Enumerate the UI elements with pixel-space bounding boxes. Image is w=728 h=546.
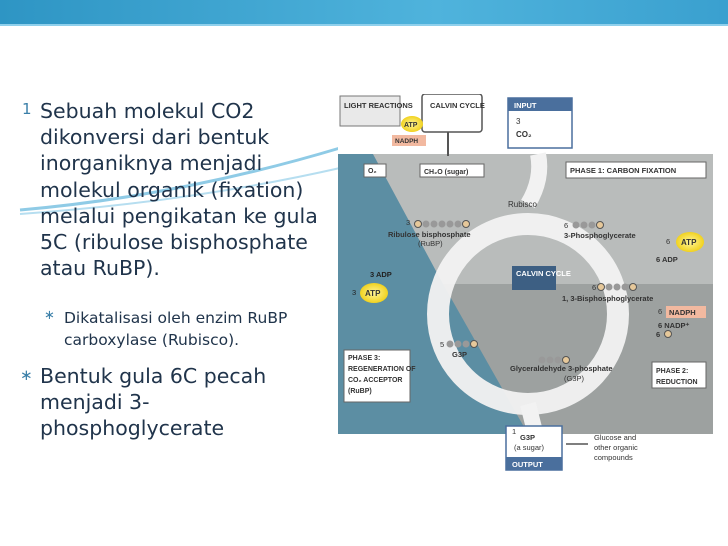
glucose-line1: Glucose and bbox=[594, 433, 636, 442]
atp6-count: 6 bbox=[666, 237, 670, 246]
g3p5-count: 5 bbox=[440, 340, 444, 349]
glucose-line2: other organic bbox=[594, 443, 638, 452]
bullet-marker-1: 1 bbox=[22, 100, 32, 118]
phase1-label: PHASE 1: CARBON FIXATION bbox=[570, 166, 676, 175]
output-label: OUTPUT bbox=[512, 460, 543, 469]
output-count: 1 bbox=[512, 427, 516, 436]
pga-name: 3-Phosphoglycerate bbox=[564, 231, 636, 240]
bullet-marker-2: ∗ bbox=[44, 308, 55, 323]
header-divider bbox=[0, 24, 728, 26]
ch2o-label: CH₂O (sugar) bbox=[424, 169, 468, 176]
atp6-label: ATP bbox=[681, 238, 697, 247]
bullet-text-1: Sebuah molekul CO2 dikonversi dari bentu… bbox=[40, 99, 318, 281]
g3p-abbr: (G3P) bbox=[564, 374, 585, 383]
phase2-line1: PHASE 2: bbox=[656, 368, 688, 375]
input-co2-label: CO₂ bbox=[516, 130, 532, 139]
phase3-line4: (RuBP) bbox=[348, 388, 372, 395]
input-label: INPUT bbox=[514, 101, 537, 110]
calvin-center-label: CALVIN CYCLE bbox=[516, 269, 571, 278]
light-reactions-label: LIGHT REACTIONS bbox=[344, 101, 413, 110]
bullet-text-2: Dikatalisasi oleh enzim RuBP carboxylase… bbox=[64, 309, 288, 349]
phase2-line2: REDUCTION bbox=[656, 379, 698, 386]
bpg-name: 1, 3-Bisphosphoglycerate bbox=[562, 294, 653, 303]
adp3-label: 3 ADP bbox=[370, 270, 392, 279]
output-g3p: G3P bbox=[520, 433, 535, 442]
rubp-count: 3 bbox=[406, 218, 410, 227]
bullet-text-3: Bentuk gula 6C pecah menjadi 3-phosphogl… bbox=[40, 364, 267, 441]
g3p5-label: G3P bbox=[452, 350, 467, 359]
bpg-count: 6 bbox=[592, 283, 596, 292]
bullet-marker-3: ∗ bbox=[20, 366, 33, 384]
nadph-small-label: NADPH bbox=[395, 138, 418, 145]
nadph6-count: 6 bbox=[658, 307, 662, 316]
o2-label: O₂ bbox=[368, 168, 377, 175]
nadp6-label: 6 NADP⁺ bbox=[658, 321, 690, 330]
calvin-cycle-top-label: CALVIN CYCLE bbox=[430, 101, 485, 110]
phase3-line1: PHASE 3: bbox=[348, 355, 380, 362]
nadph6-label: NADPH bbox=[669, 308, 696, 317]
pi6-count: 6 bbox=[656, 330, 660, 339]
atp3-label: ATP bbox=[365, 289, 381, 298]
calvin-cycle-figure: LIGHT REACTIONS CALVIN CYCLE ATP NADPH O… bbox=[338, 94, 713, 471]
output-sugar: (a sugar) bbox=[514, 443, 545, 452]
pga-count: 6 bbox=[564, 221, 568, 230]
glucose-line3: compounds bbox=[594, 453, 633, 462]
rubp-abbr: (RuBP) bbox=[418, 239, 443, 248]
adp6-label: 6 ADP bbox=[656, 255, 678, 264]
rubp-name: Ribulose bisphosphate bbox=[388, 230, 471, 239]
input-co2-count: 3 bbox=[516, 117, 521, 126]
atp3-count: 3 bbox=[352, 288, 356, 297]
phase3-line3: CO₂ ACCEPTOR bbox=[348, 377, 402, 384]
header-bar bbox=[0, 0, 728, 24]
phase3-line2: REGENERATION OF bbox=[348, 366, 416, 373]
rubisco-label: Rubisco bbox=[508, 200, 537, 209]
atp-small-label: ATP bbox=[404, 122, 418, 129]
g3p-name: Glyceraldehyde 3-phosphate bbox=[510, 364, 613, 373]
